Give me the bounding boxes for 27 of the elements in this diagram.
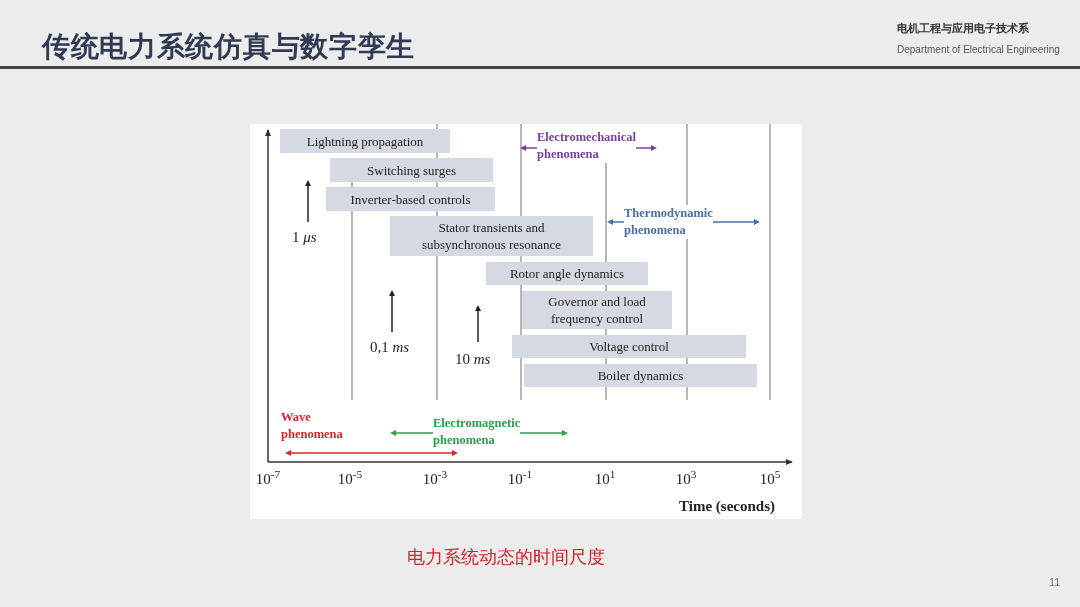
tick-label: 10$^{5}$ (759, 468, 781, 489)
department-name-english: Department of Electrical Engineering (897, 43, 1060, 57)
timescale-bar: Rotor angle dynamics (486, 262, 648, 285)
axis-title: Time (seconds) (679, 497, 775, 516)
tick-label: 10$^{-5}$ (337, 468, 363, 489)
timescale-bar: Inverter-based controls (326, 187, 495, 211)
tick-label: 10$^{-3}$ (422, 468, 448, 489)
timescale-bar: Voltage control (512, 335, 746, 358)
slide-title: 传统电力系统仿真与数字孪生 (42, 30, 416, 64)
timescale-bar: Boiler dynamics (524, 364, 757, 387)
time-marker-label: 10 ms (455, 350, 491, 369)
tick-label: 10$^{-7}$ (255, 468, 281, 489)
timescale-bar: Governor and load frequency control (522, 291, 672, 329)
phenomena-label: Thermodynamic phenomena (624, 205, 713, 239)
time-marker-label: 1 μs (292, 228, 317, 247)
phenomena-label: Electromechanical phenomena (537, 129, 637, 163)
tick-label: 10$^{-1}$ (507, 468, 533, 489)
tick-label: 10$^{3}$ (675, 468, 697, 489)
figure-caption: 电力系统动态的时间尺度 (407, 546, 605, 569)
timescale-bar: Switching surges (330, 158, 493, 182)
timescale-bar: Stator transients and subsynchronous resonance (390, 216, 593, 256)
page-number: 11 (1049, 575, 1061, 590)
phenomena-label: Electromagnetic phenomena (433, 415, 521, 449)
time-marker-label: 0,1 ms (370, 338, 410, 357)
timescale-bar: Lightning propagation (280, 129, 450, 153)
tick-label: 10$^{1}$ (594, 468, 616, 489)
department-name: 电机工程与应用电子技术系 (897, 21, 1029, 36)
